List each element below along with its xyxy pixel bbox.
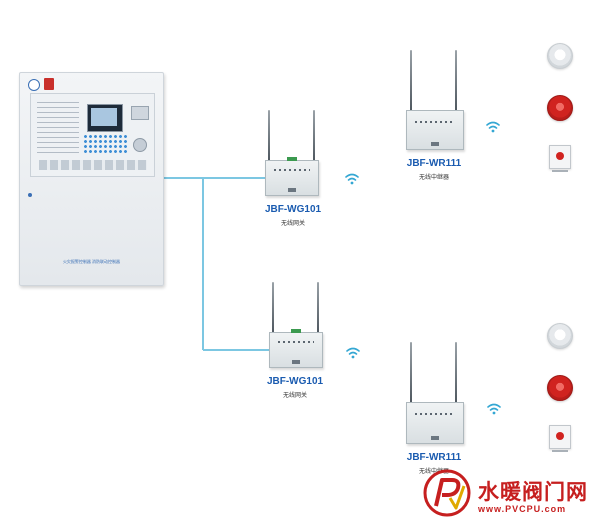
repeater-2-antenna-right xyxy=(455,342,457,404)
repeater-1-model: JBF-WR111 xyxy=(406,158,462,169)
smoke-detector-icon-1 xyxy=(547,43,573,69)
gateway-2-label-plate xyxy=(292,360,300,364)
repeater-2-label-plate xyxy=(431,436,439,440)
gateway-1-antenna-left xyxy=(268,110,270,162)
gateway-1-device xyxy=(265,157,319,196)
fire-alarm-control-panel: 火灾报警控制器 消防联动控制器 xyxy=(19,72,164,286)
gateway-1-model: JBF-WG101 xyxy=(264,204,322,215)
gateway-2-desc: 无线网关 xyxy=(282,393,307,399)
watermark-url: www.PVCPU.com xyxy=(478,504,567,514)
sound-light-alarm-icon-1 xyxy=(547,95,573,121)
gateway-2-antenna-right xyxy=(317,282,319,334)
repeater-2-wifi-icon xyxy=(487,403,501,415)
repeater-1-desc: 无线中继器 xyxy=(418,175,449,181)
gateway-1-led-row xyxy=(274,169,310,171)
panel-caption: 火灾报警控制器 消防联动控制器 xyxy=(62,259,121,264)
power-led-icon xyxy=(28,193,32,197)
gateway-1-desc: 无线网关 xyxy=(280,221,305,227)
manual-call-point-icon-2 xyxy=(549,425,571,452)
repeater-1-led-row xyxy=(415,121,455,123)
certification-badge-icon xyxy=(44,78,54,90)
keypad xyxy=(83,134,127,154)
printer-window xyxy=(131,106,149,120)
watermark-title: 水暖阀门网 xyxy=(478,481,588,504)
gateway-2-device xyxy=(269,329,323,368)
gateway-2-led-row xyxy=(278,341,314,343)
brand-logo-icon xyxy=(28,79,40,91)
gateway-1-connector xyxy=(286,157,297,161)
repeater-1-device xyxy=(406,110,464,150)
gateway-2-connector xyxy=(290,329,301,333)
smoke-detector-icon-2 xyxy=(547,323,573,349)
indicator-led-column xyxy=(37,102,79,154)
gateway-1-wifi-icon xyxy=(345,173,359,185)
gateway-1-label-plate xyxy=(288,188,296,192)
repeater-2-device xyxy=(406,402,464,444)
pv-logo-icon xyxy=(423,469,471,517)
repeater-1-antenna-right xyxy=(455,50,457,112)
repeater-2-model: JBF-WR111 xyxy=(406,452,462,463)
gateway-1-antenna-right xyxy=(313,110,315,162)
function-key-strip xyxy=(39,160,147,170)
manual-call-point-icon-1 xyxy=(549,145,571,172)
panel-front-face xyxy=(30,93,155,177)
gateway-2-wifi-icon xyxy=(346,347,360,359)
repeater-1-wifi-icon xyxy=(486,121,500,133)
gateway-2-model: JBF-WG101 xyxy=(266,376,324,387)
lcd-screen xyxy=(87,104,123,132)
key-switch-icon xyxy=(133,138,147,152)
repeater-2-desc: 无线中继器 xyxy=(418,469,449,475)
repeater-2-antenna-left xyxy=(410,342,412,404)
sound-light-alarm-icon-2 xyxy=(547,375,573,401)
repeater-2-led-row xyxy=(415,413,455,415)
gateway-2-antenna-left xyxy=(272,282,274,334)
repeater-1-antenna-left xyxy=(410,50,412,112)
repeater-1-label-plate xyxy=(431,142,439,146)
